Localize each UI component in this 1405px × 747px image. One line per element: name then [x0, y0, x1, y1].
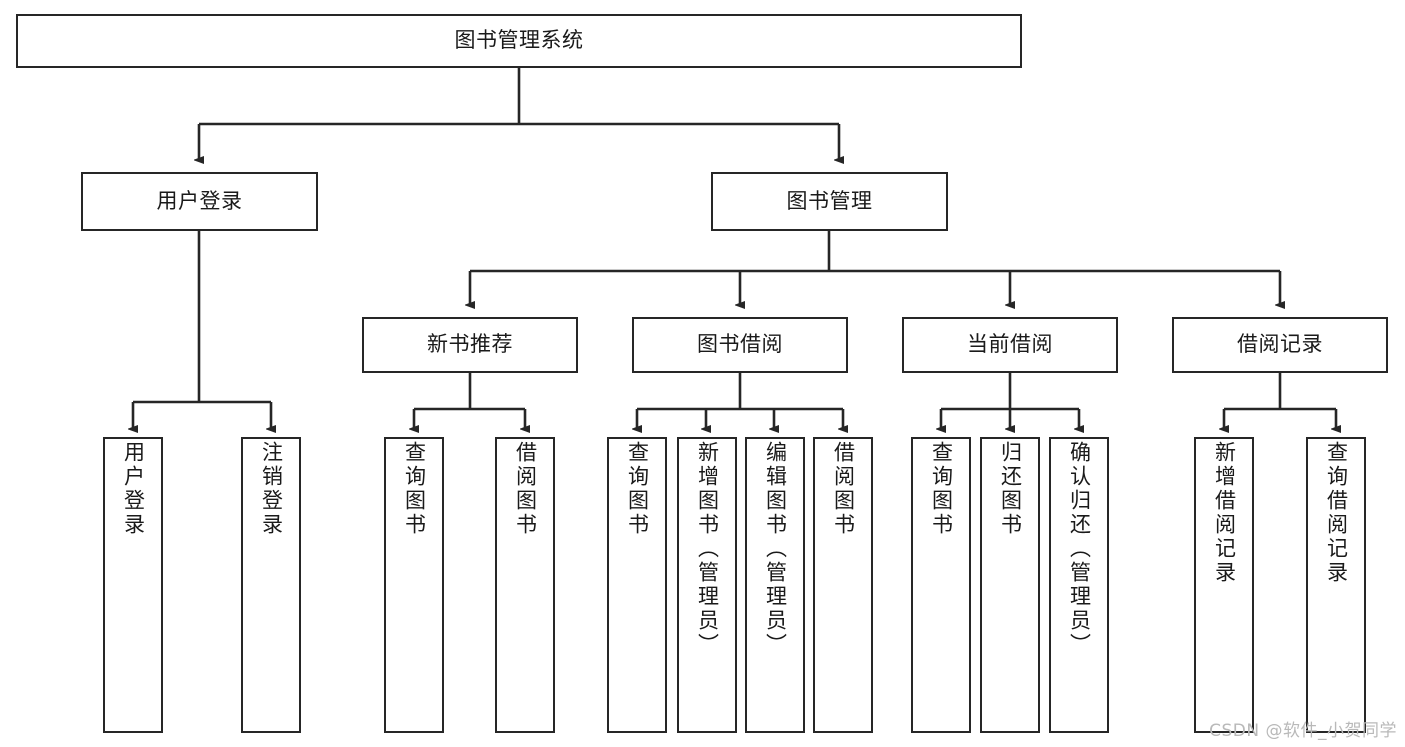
leaf-query-book-borrow-label: 查询图书	[625, 441, 650, 537]
leaf-return-book[interactable]: 归还图书	[980, 437, 1040, 733]
leaf-user-login-label: 用户登录	[121, 441, 146, 537]
node-borrow-record[interactable]: 借阅记录	[1172, 317, 1388, 373]
leaf-user-login[interactable]: 用户登录	[103, 437, 163, 733]
node-root-label: 图书管理系统	[454, 28, 584, 53]
node-book-borrow[interactable]: 图书借阅	[632, 317, 848, 373]
node-user-login-label: 用户登录	[156, 188, 243, 213]
node-new-book-recommend-label: 新书推荐	[427, 332, 513, 357]
leaf-query-book-current-label: 查询图书	[929, 441, 954, 537]
leaf-logout-label: 注销登录	[259, 441, 284, 537]
node-book-management-label: 图书管理	[786, 188, 873, 213]
leaf-confirm-return-admin-label: 确认归还（管理员）	[1067, 441, 1092, 657]
leaf-add-book-admin-label: 新增图书（管理员）	[695, 441, 720, 657]
node-current-borrow-label: 当前借阅	[967, 332, 1053, 357]
leaf-borrow-book-recommend[interactable]: 借阅图书	[495, 437, 555, 733]
leaf-add-book-admin[interactable]: 新增图书（管理员）	[677, 437, 737, 733]
leaf-add-borrow-record[interactable]: 新增借阅记录	[1194, 437, 1254, 733]
node-user-login[interactable]: 用户登录	[81, 172, 318, 231]
leaf-borrow-book-recommend-label: 借阅图书	[513, 441, 538, 537]
node-borrow-record-label: 借阅记录	[1237, 332, 1323, 357]
leaf-query-book-current[interactable]: 查询图书	[911, 437, 971, 733]
node-book-management[interactable]: 图书管理	[711, 172, 948, 231]
node-book-borrow-label: 图书借阅	[697, 332, 783, 357]
leaf-borrow-book[interactable]: 借阅图书	[813, 437, 873, 733]
leaf-query-borrow-record-label: 查询借阅记录	[1324, 441, 1349, 585]
node-new-book-recommend[interactable]: 新书推荐	[362, 317, 578, 373]
leaf-confirm-return-admin[interactable]: 确认归还（管理员）	[1049, 437, 1109, 733]
leaf-query-book-recommend[interactable]: 查询图书	[384, 437, 444, 733]
node-current-borrow[interactable]: 当前借阅	[902, 317, 1118, 373]
watermark-csdn: CSDN @软件_小贺同学	[1209, 721, 1397, 741]
leaf-query-book-borrow[interactable]: 查询图书	[607, 437, 667, 733]
leaf-return-book-label: 归还图书	[998, 441, 1023, 537]
leaf-add-borrow-record-label: 新增借阅记录	[1212, 441, 1237, 585]
leaf-logout[interactable]: 注销登录	[241, 437, 301, 733]
leaf-edit-book-admin-label: 编辑图书（管理员）	[763, 441, 788, 657]
leaf-query-book-recommend-label: 查询图书	[402, 441, 427, 537]
leaf-query-borrow-record[interactable]: 查询借阅记录	[1306, 437, 1366, 733]
leaf-edit-book-admin[interactable]: 编辑图书（管理员）	[745, 437, 805, 733]
node-root-book-management-system[interactable]: 图书管理系统	[16, 14, 1022, 68]
leaf-borrow-book-label: 借阅图书	[831, 441, 856, 537]
